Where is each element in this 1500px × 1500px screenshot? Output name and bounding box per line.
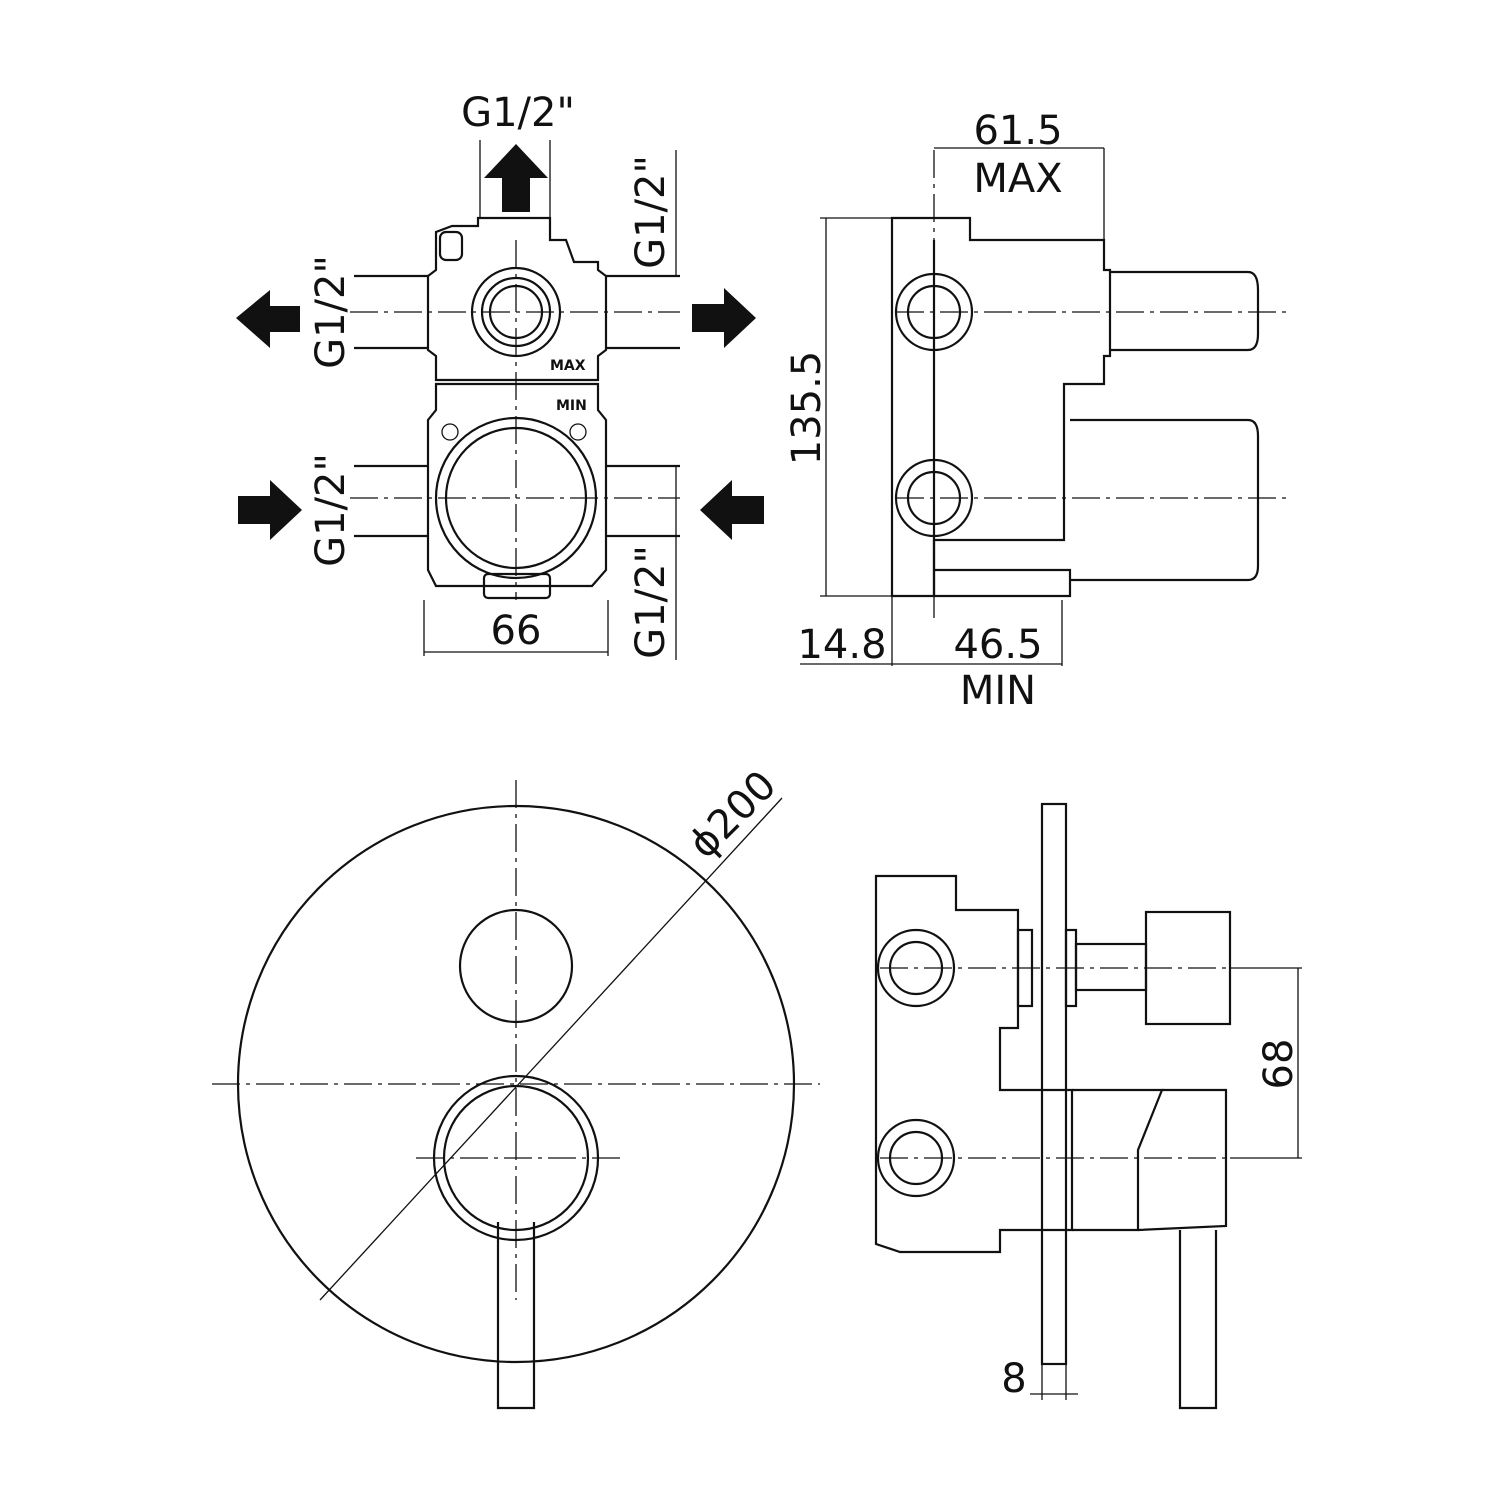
thread-left-lower-label: G1/2" xyxy=(308,453,354,567)
outlet-arrow-right-icon xyxy=(692,288,756,348)
min-mark: MIN xyxy=(556,398,587,414)
flange-depth-dimension: 14.8 xyxy=(797,622,886,668)
inlet-arrow-right-icon xyxy=(238,480,302,540)
depth-min-label: MIN xyxy=(960,668,1036,714)
max-mark: MAX xyxy=(550,358,586,374)
width-dimension: 66 xyxy=(491,608,542,654)
thread-top-label: G1/2" xyxy=(461,90,575,136)
assembly-side-view xyxy=(874,802,1302,1410)
inlet-arrow-left-icon xyxy=(700,480,764,540)
depth-max-label: MAX xyxy=(973,156,1062,202)
front-view-body: MAX MIN xyxy=(350,140,680,660)
outlet-arrow-up-icon xyxy=(484,144,548,212)
height-dimension: 135.5 xyxy=(784,351,830,466)
plate-thickness-dimension: 8 xyxy=(1001,1356,1026,1402)
depth-max-value: 61.5 xyxy=(973,108,1062,154)
thread-right-lower-label: G1/2" xyxy=(628,545,674,659)
axis-spacing-dimension: 68 xyxy=(1256,1039,1302,1090)
depth-min-value: 46.5 xyxy=(953,622,1042,668)
trim-plate-front xyxy=(212,780,820,1410)
outlet-arrow-left-icon xyxy=(236,290,300,348)
thread-right-upper-label: G1/2" xyxy=(628,155,674,269)
thread-left-upper-label: G1/2" xyxy=(308,255,354,369)
side-view-body xyxy=(800,147,1290,666)
